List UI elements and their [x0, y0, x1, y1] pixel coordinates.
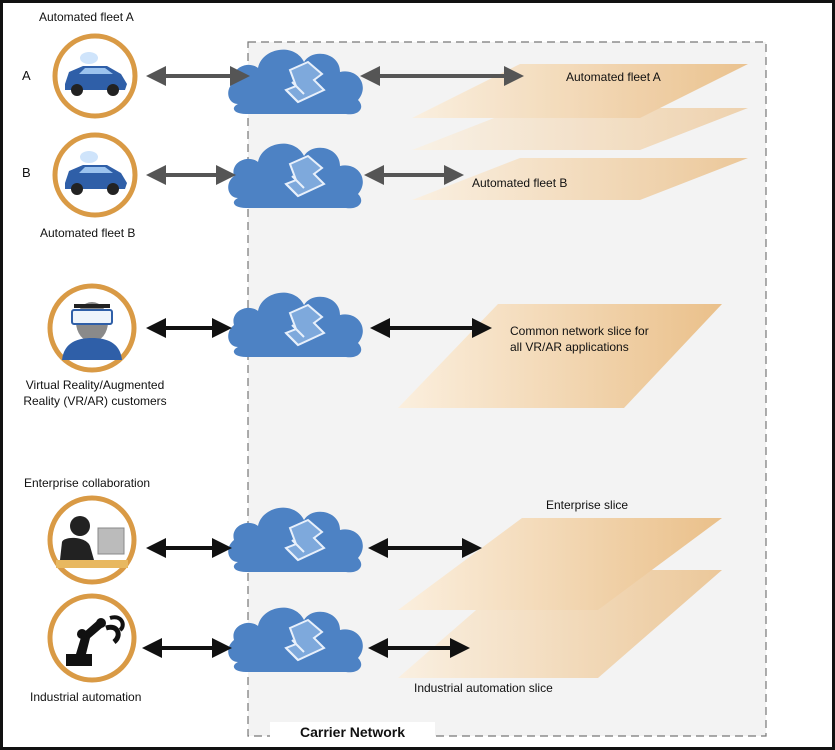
- fleet-b-bottom-label: Automated fleet B: [40, 226, 136, 240]
- vrar-label-line1: Virtual Reality/Augmented: [25, 378, 165, 392]
- vr-user-icon: [47, 283, 137, 373]
- industrial-bottom-label: Industrial automation: [30, 690, 142, 704]
- slice-fleet-b-label: Automated fleet B: [472, 176, 568, 190]
- carrier-network-title: Carrier Network: [270, 722, 435, 742]
- slice-vrar-label-line2: all VR/AR applications: [510, 340, 629, 354]
- enterprise-top-label: Enterprise collaboration: [24, 476, 151, 490]
- vrar-label-line2: Reality (VR/AR) customers: [23, 394, 167, 408]
- fleet-b-letter: B: [22, 165, 31, 180]
- slice-industrial-label: Industrial automation slice: [414, 681, 553, 695]
- slice-fleet-b: [412, 158, 748, 200]
- slice-vrar-label-line1: Common network slice for: [510, 324, 649, 338]
- laptop-user-icon: [47, 495, 137, 585]
- car-icon: [52, 132, 138, 218]
- fleet-a-letter: A: [22, 68, 31, 83]
- slice-fleet-a-label: Automated fleet A: [566, 70, 661, 84]
- slice-enterprise-label: Enterprise slice: [546, 498, 629, 512]
- slice-industrial: [398, 570, 722, 678]
- car-icon: [52, 33, 138, 119]
- fleet-a-top-label: Automated fleet A: [39, 10, 134, 24]
- slice-enterprise: [398, 518, 722, 610]
- robot-arm-icon: [47, 593, 137, 683]
